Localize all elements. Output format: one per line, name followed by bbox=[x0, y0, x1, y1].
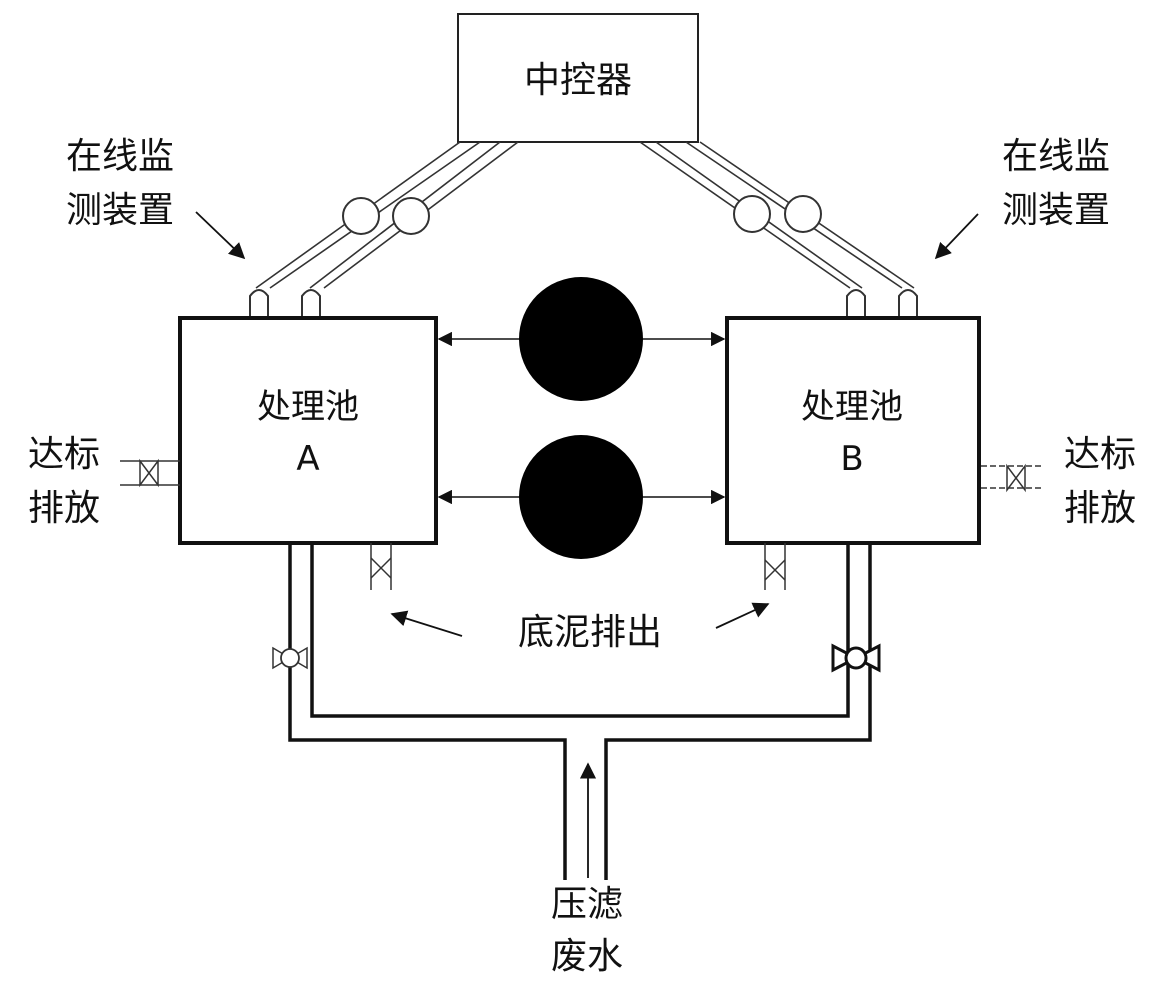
inlet-pipe bbox=[288, 543, 872, 880]
tank-a-letter: A bbox=[296, 439, 319, 479]
tank-b bbox=[725, 316, 981, 545]
sludge-pipe-a bbox=[370, 543, 392, 590]
discharge-right-line1: 达标 bbox=[1064, 434, 1136, 475]
probe bbox=[846, 289, 918, 319]
probe bbox=[249, 289, 321, 319]
discharge-pipe-right bbox=[981, 465, 1044, 489]
cable-sensor-ring bbox=[784, 195, 822, 233]
cable-left bbox=[255, 141, 519, 289]
discharge-left-line1: 达标 bbox=[28, 434, 100, 475]
valve-icon bbox=[1006, 463, 1026, 493]
monitor-arrow-left bbox=[195, 211, 246, 260]
controller-label: 中控器 bbox=[524, 60, 632, 101]
equipment-circle bbox=[519, 277, 643, 401]
tank-a bbox=[178, 316, 438, 545]
monitor-label-right-line1: 在线监 bbox=[1002, 136, 1110, 177]
equipment-circle bbox=[519, 435, 643, 559]
inlet-label-line1: 压滤 bbox=[551, 884, 623, 925]
cable-right bbox=[639, 141, 915, 289]
discharge-right-line2: 排放 bbox=[1064, 488, 1136, 529]
inlet-valve-b bbox=[831, 643, 881, 673]
tank-a-name: 处理池 bbox=[257, 387, 359, 427]
monitor-arrow-right bbox=[934, 213, 979, 260]
valve-icon bbox=[139, 458, 159, 488]
sludge-arrow-left bbox=[390, 610, 463, 637]
sludge-pipe-b bbox=[764, 543, 786, 590]
discharge-left-line2: 排放 bbox=[28, 488, 100, 529]
cable-sensor-ring bbox=[733, 195, 771, 233]
monitor-label-left-line2: 测装置 bbox=[66, 190, 174, 231]
tank-b-letter: B bbox=[840, 439, 863, 479]
inlet-label-line2: 废水 bbox=[551, 936, 623, 977]
monitor-label-left-line1: 在线监 bbox=[66, 136, 174, 177]
cable-sensor-ring bbox=[342, 197, 380, 235]
tank-b-name: 处理池 bbox=[801, 387, 903, 427]
discharge-pipe-left bbox=[120, 460, 180, 486]
cable-sensor-ring bbox=[392, 197, 430, 235]
sludge-label: 底泥排出 bbox=[518, 612, 662, 653]
inlet-valve-a bbox=[272, 646, 308, 670]
controller-box bbox=[457, 13, 699, 143]
monitor-label-right-line2: 测装置 bbox=[1002, 190, 1110, 231]
sludge-arrow-right bbox=[715, 602, 770, 629]
